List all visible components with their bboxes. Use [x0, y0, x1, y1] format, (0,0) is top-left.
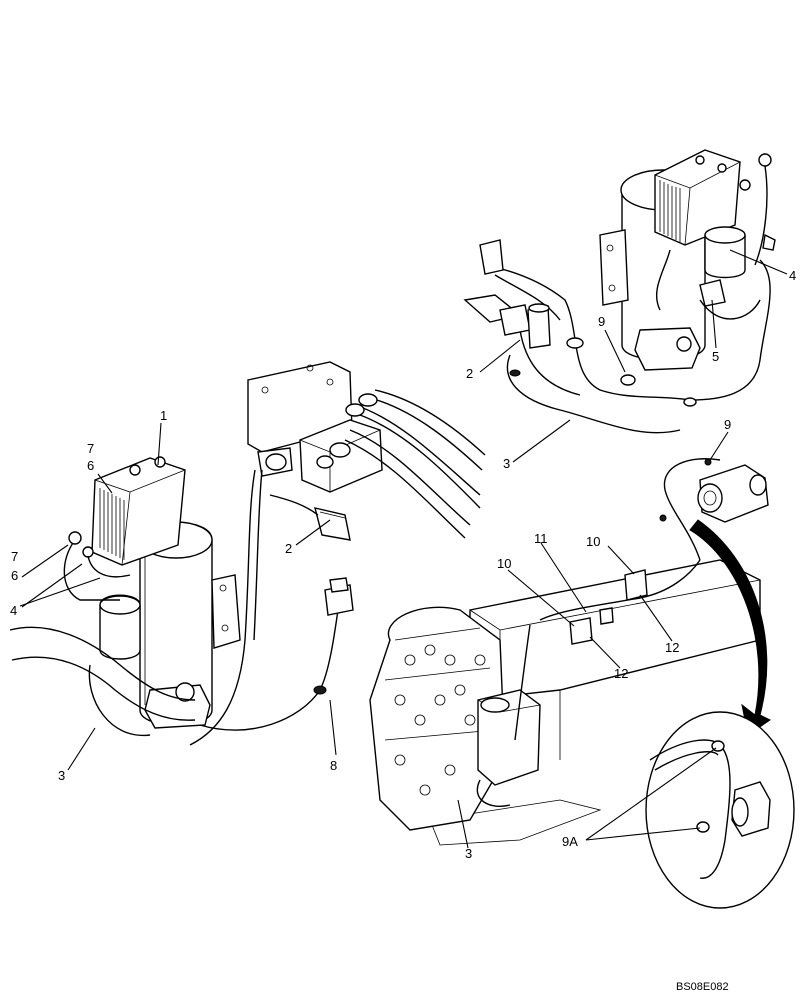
- callout-1: 1: [160, 408, 167, 423]
- callout-6: 6: [11, 568, 18, 583]
- top-solenoid-fins: [659, 180, 681, 242]
- callout-8: 8: [330, 758, 337, 773]
- detail-view: [645, 519, 795, 909]
- callout-12: 12: [665, 640, 679, 655]
- callout-3: 3: [465, 846, 472, 861]
- callout-6: 6: [87, 458, 94, 473]
- callout-7: 7: [11, 549, 18, 564]
- solenoid-fins: [99, 488, 125, 560]
- callout-3: 3: [503, 456, 510, 471]
- callout-12: 12: [614, 666, 628, 681]
- callout-9: 9: [598, 314, 605, 329]
- figure-code: BS08E082: [676, 981, 729, 993]
- callout-5: 5: [712, 349, 719, 364]
- callout-7: 7: [87, 441, 94, 456]
- callout-9: 9: [724, 417, 731, 432]
- callout-9a: 9A: [562, 834, 578, 849]
- callout-2: 2: [285, 541, 292, 556]
- callout-11: 11: [534, 531, 548, 546]
- left-assembly: [9, 361, 486, 746]
- callout-10: 10: [586, 534, 600, 549]
- callout-10: 10: [497, 556, 511, 571]
- callout-3: 3: [58, 768, 65, 783]
- callout-2: 2: [466, 366, 473, 381]
- frame-assembly: [369, 458, 769, 846]
- callout-labels: 1 7 6 7 6 4 3 2 8 4 5 9 2 3 9 11 10 10 1…: [10, 268, 796, 861]
- housing-detail: [384, 627, 496, 796]
- callout-4: 4: [10, 603, 17, 618]
- callout-4: 4: [789, 268, 796, 283]
- leader-lines: [19, 249, 788, 849]
- top-right-assembly: [463, 149, 776, 434]
